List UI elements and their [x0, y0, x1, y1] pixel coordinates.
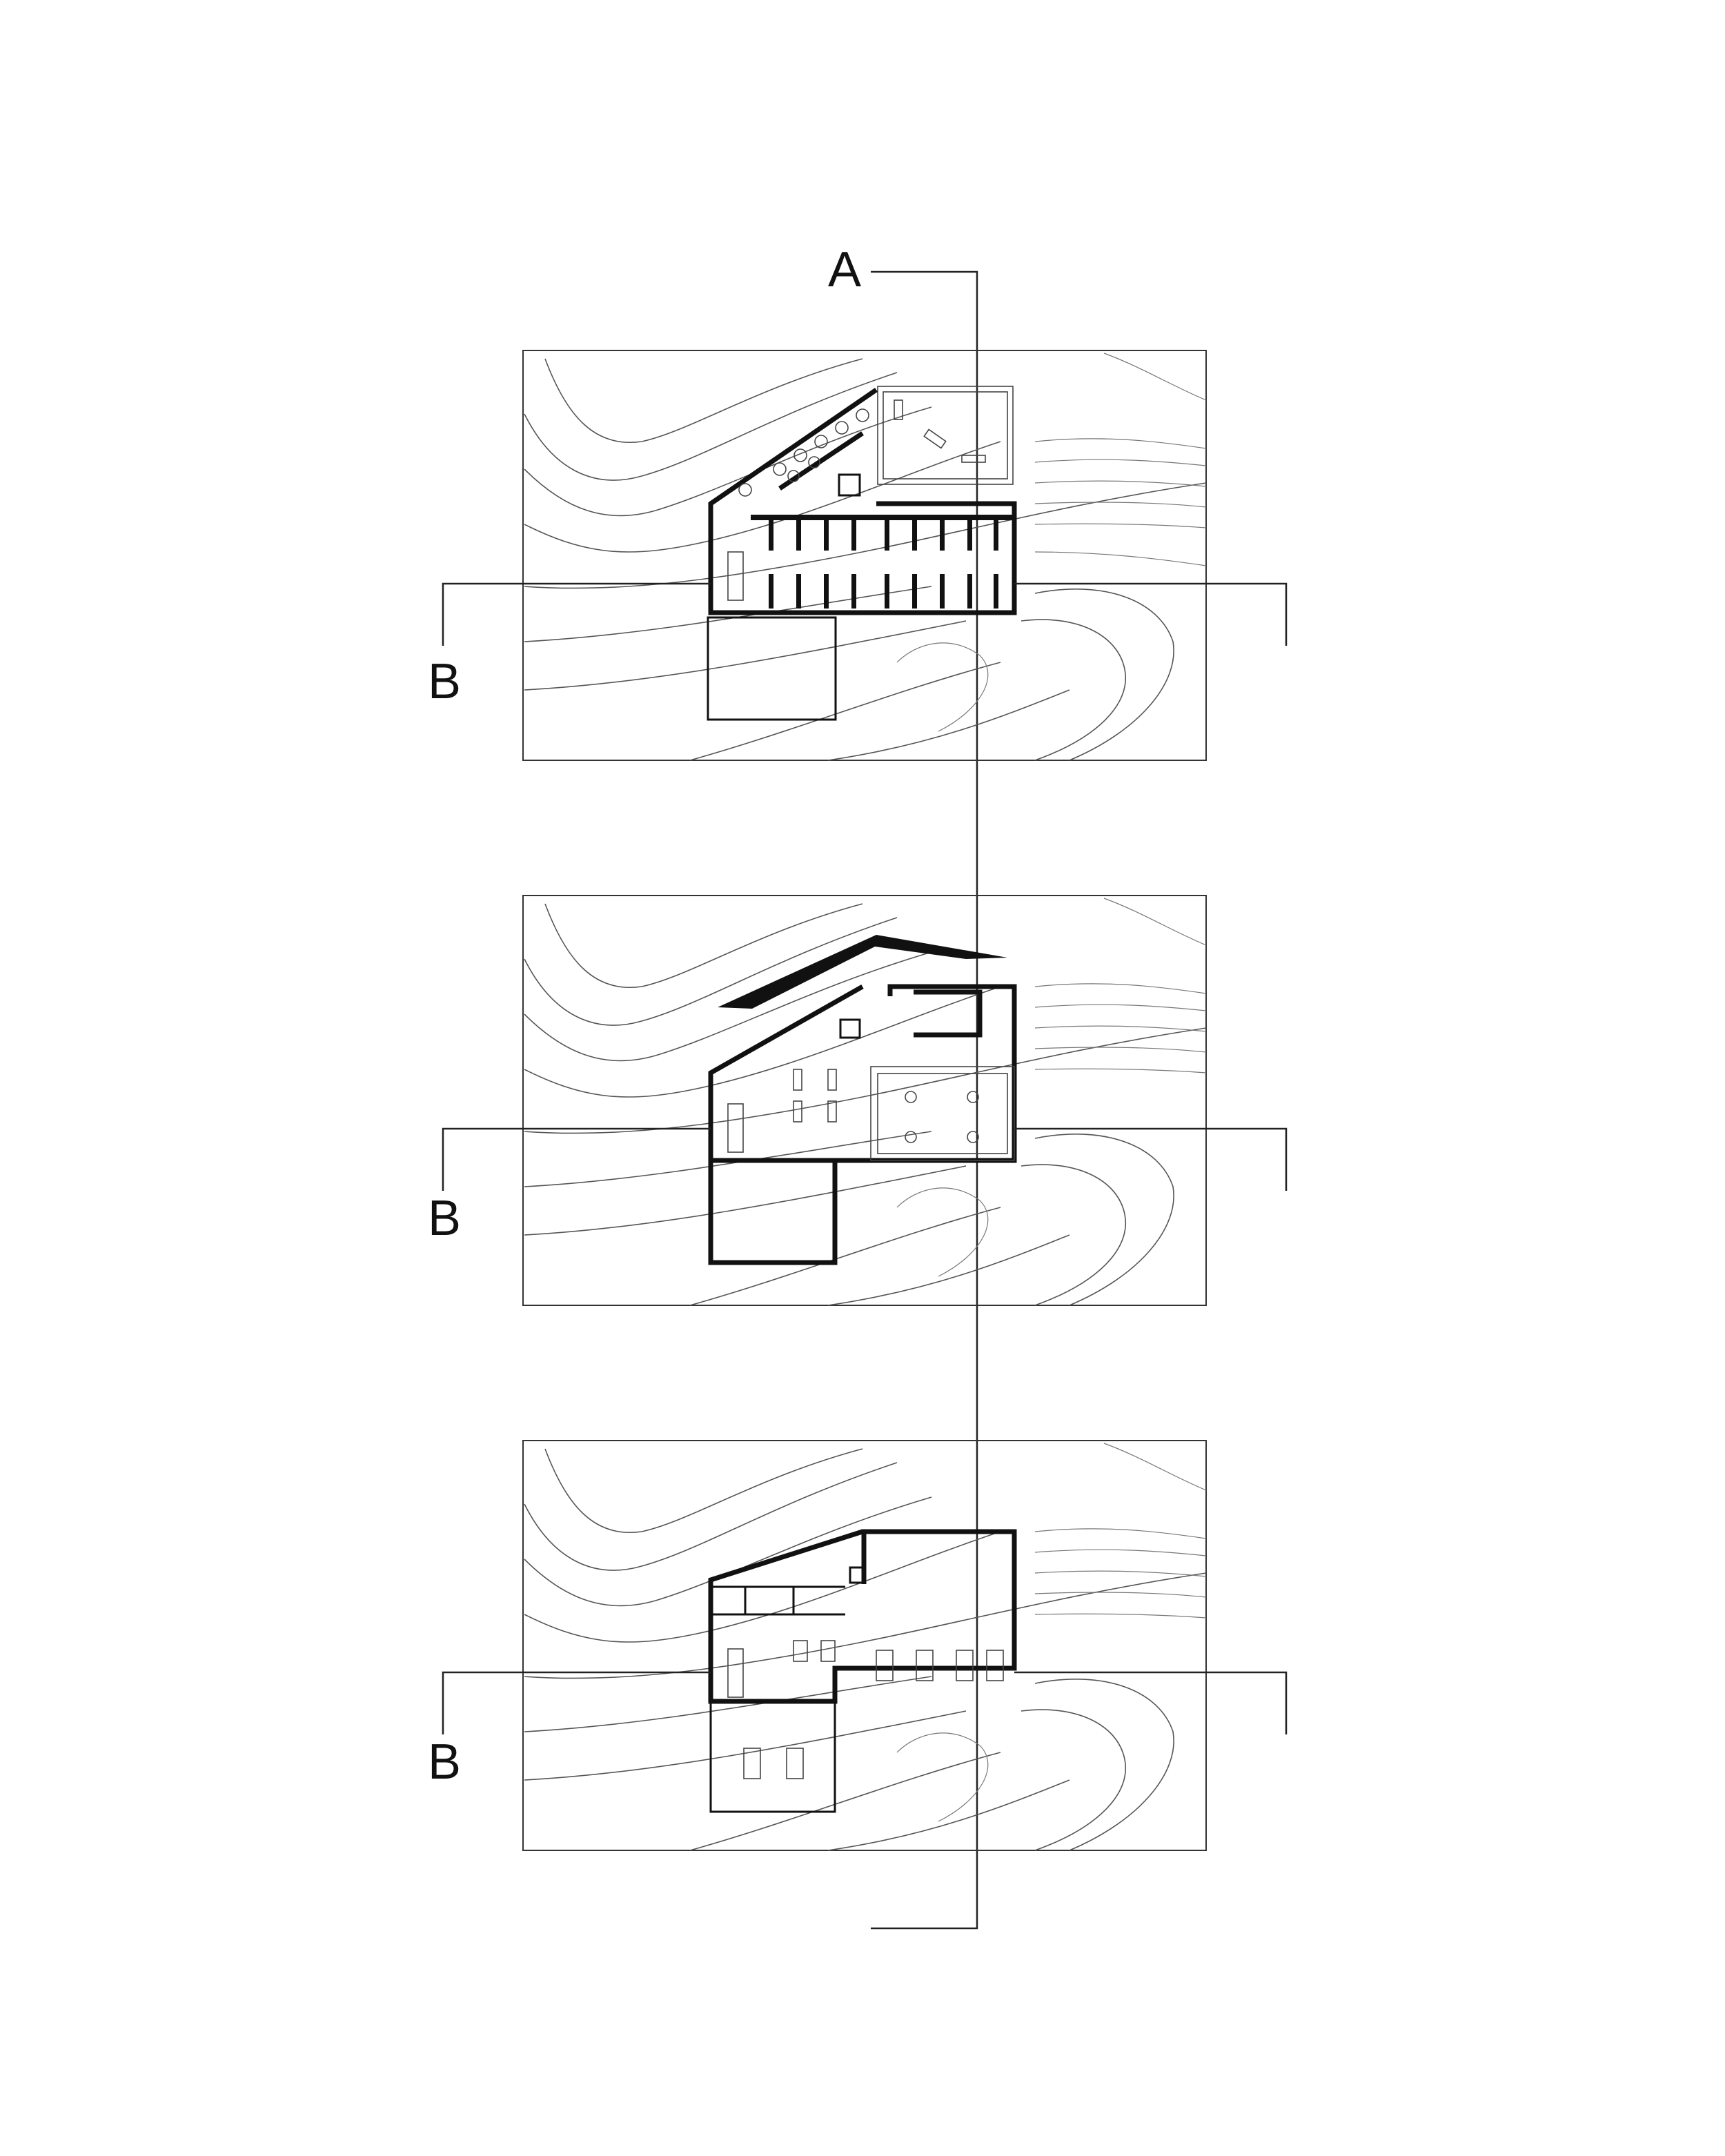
restroom-partitions: [711, 1585, 845, 1616]
lounge-seating: [738, 408, 869, 497]
room-partitions: [751, 515, 1013, 609]
plan-upper: B: [428, 350, 1288, 761]
plan-middle: B: [428, 895, 1288, 1306]
elevator-core: [838, 473, 861, 497]
kitchen-block: [861, 1529, 1017, 1648]
building-outline: [708, 1529, 1017, 1704]
elevator-core: [849, 1566, 867, 1584]
section-label-b: B: [428, 1191, 461, 1246]
section-label-a: A: [828, 242, 861, 297]
terrain-contours: [524, 898, 1207, 1306]
stair: [727, 1648, 744, 1698]
angled-wall: [778, 431, 864, 491]
terrain-contours: [524, 353, 1207, 761]
stair: [727, 1103, 744, 1153]
terrace-slab: [707, 616, 837, 721]
lower-dining-wing: [709, 1700, 836, 1813]
elevator-core: [839, 1018, 861, 1039]
plan-lower: B: [428, 1440, 1288, 1851]
deck-slab: [708, 1158, 838, 1265]
section-label-b: B: [428, 654, 461, 709]
dining-area: [793, 1066, 1015, 1161]
stair: [727, 551, 744, 601]
plan-frame: [522, 895, 1207, 1306]
section-label-b: B: [428, 1734, 461, 1790]
section-line-b: B: [428, 582, 1288, 709]
dining-tables: [743, 1640, 1004, 1779]
kitchen-enclosure: [914, 989, 983, 1038]
building-outline: [708, 388, 1017, 615]
plan-frame: [522, 350, 1207, 761]
section-line-b: B: [428, 1127, 1288, 1246]
section-line-b: B: [428, 1671, 1288, 1790]
terrain-contours: [524, 1443, 1207, 1851]
roof-canopy: [718, 935, 1007, 1009]
plan-frame: [522, 1440, 1207, 1851]
roof-deck: [877, 386, 1014, 485]
